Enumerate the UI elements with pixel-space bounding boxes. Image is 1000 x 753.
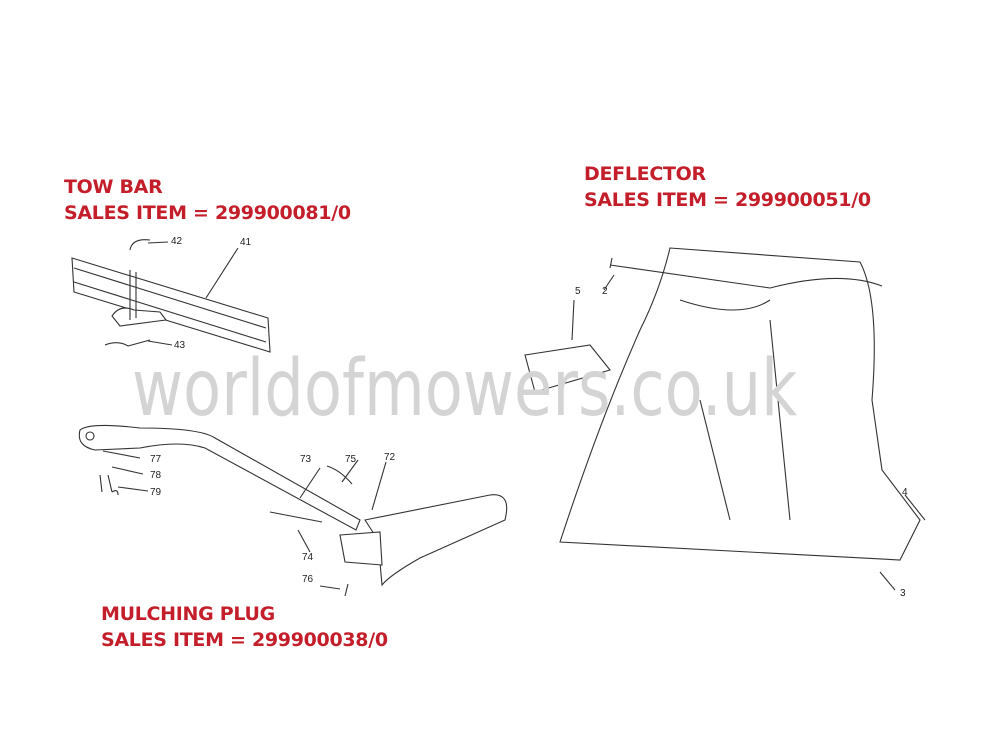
mulching-plug-title: MULCHING PLUG xyxy=(101,603,275,625)
tow-bar-title: TOW BAR xyxy=(64,176,163,198)
part-4: 4 xyxy=(902,487,908,498)
part-79: 79 xyxy=(150,487,162,498)
part-42: 42 xyxy=(171,236,183,247)
mulching-plug-sales-item: SALES ITEM = 299900038/0 xyxy=(101,629,388,651)
part-76: 76 xyxy=(302,574,314,585)
part-77: 77 xyxy=(150,454,162,465)
part-3: 3 xyxy=(900,588,906,599)
deflector-heading: DEFLECTOR SALES ITEM = 299900051/0 xyxy=(584,161,871,213)
deflector-sales-item: SALES ITEM = 299900051/0 xyxy=(584,189,871,211)
deflector-title: DEFLECTOR xyxy=(584,163,706,185)
mulching-plug-heading: MULCHING PLUG SALES ITEM = 299900038/0 xyxy=(101,601,388,653)
part-41: 41 xyxy=(240,237,252,248)
tow-bar-sales-item: SALES ITEM = 299900081/0 xyxy=(64,202,351,224)
part-75: 75 xyxy=(345,454,357,465)
part-43: 43 xyxy=(174,340,186,351)
part-74: 74 xyxy=(302,552,314,563)
part-number-labels: 42 41 43 72 73 74 75 76 77 78 79 2 3 4 5 xyxy=(150,236,908,599)
mulching-plug-drawing xyxy=(78,424,508,597)
part-73: 73 xyxy=(300,454,312,465)
part-2: 2 xyxy=(602,286,608,297)
part-78: 78 xyxy=(150,470,162,481)
part-72: 72 xyxy=(384,452,396,463)
tow-bar-heading: TOW BAR SALES ITEM = 299900081/0 xyxy=(64,174,351,226)
deflector-drawing xyxy=(524,247,926,591)
part-5: 5 xyxy=(575,286,581,297)
tow-bar-drawing xyxy=(71,239,271,353)
